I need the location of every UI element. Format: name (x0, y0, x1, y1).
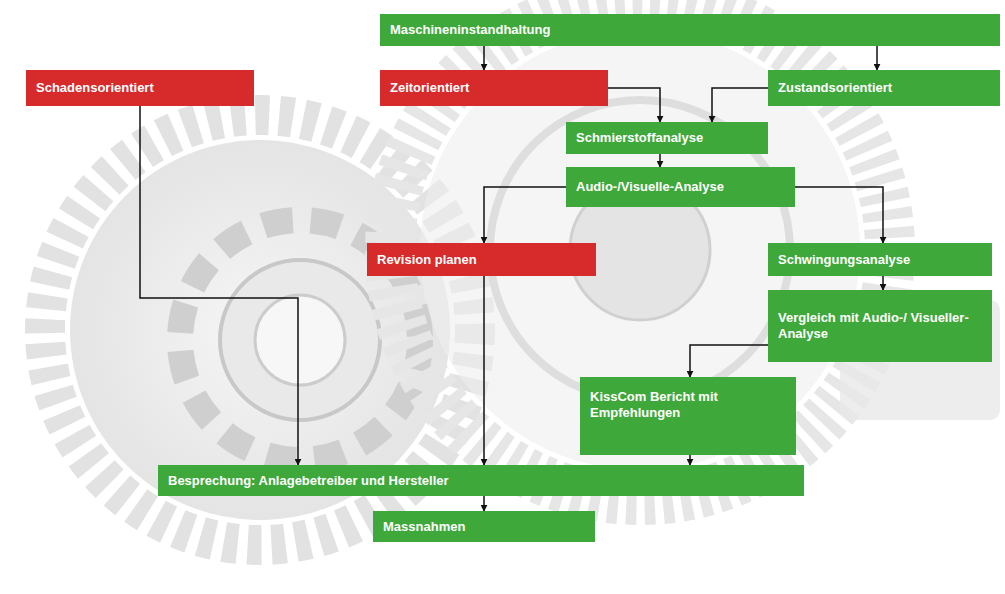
flow-arrow (608, 88, 660, 122)
box-label: Massnahmen (383, 519, 585, 535)
flow-arrow (483, 46, 485, 70)
report-box: KissCom Bericht mit Empfehlungen (580, 377, 796, 455)
box-label: Audio-/Visuelle-Analyse (576, 179, 785, 195)
meeting-box: Besprechung: Anlagebetreiber und Herstel… (158, 465, 804, 496)
box-label: Schwingungsanalyse (778, 252, 982, 268)
process-box: Schwingungsanalyse (768, 243, 992, 276)
box-label: Besprechung: Anlagebetreiber und Herstel… (168, 473, 794, 489)
root-box: Maschineninstandhaltung (380, 14, 1000, 46)
flow-arrow (483, 276, 485, 465)
gear-bore (255, 295, 345, 385)
flow-arrow (712, 88, 768, 122)
flow-arrow (690, 345, 768, 377)
process-box: Revision planen (367, 243, 596, 276)
process-box: Audio-/Visuelle-Analyse (566, 167, 795, 207)
box-label: Zeitorientiert (390, 80, 598, 96)
process-box: Vergleich mit Audio-/ Visueller-Analyse (768, 290, 992, 362)
flow-arrow (484, 187, 566, 243)
gear-hub (220, 260, 380, 420)
branch-box: Schadensorientiert (26, 70, 254, 106)
box-label: Vergleich mit Audio-/ Visueller-Analyse (778, 310, 982, 342)
branch-box: Zustandsorientiert (768, 70, 1000, 106)
box-label: Maschineninstandhaltung (390, 22, 990, 38)
flow-arrow (882, 276, 884, 290)
flow-arrow (483, 496, 485, 511)
flow-arrow (689, 455, 691, 465)
box-label: KissCom Bericht mit Empfehlungen (590, 389, 740, 421)
flow-arrow (795, 187, 883, 243)
flow-arrow (876, 46, 878, 70)
flow-arrow (659, 154, 661, 167)
box-label: Revision planen (377, 252, 586, 268)
process-box: Schmierstoffanalyse (566, 122, 768, 154)
box-label: Schadensorientiert (36, 80, 244, 96)
result-box: Massnahmen (373, 511, 595, 542)
flow-arrow (140, 106, 298, 465)
branch-box: Zeitorientiert (380, 70, 608, 106)
box-label: Zustandsorientiert (778, 80, 990, 96)
box-label: Schmierstoffanalyse (576, 130, 758, 146)
